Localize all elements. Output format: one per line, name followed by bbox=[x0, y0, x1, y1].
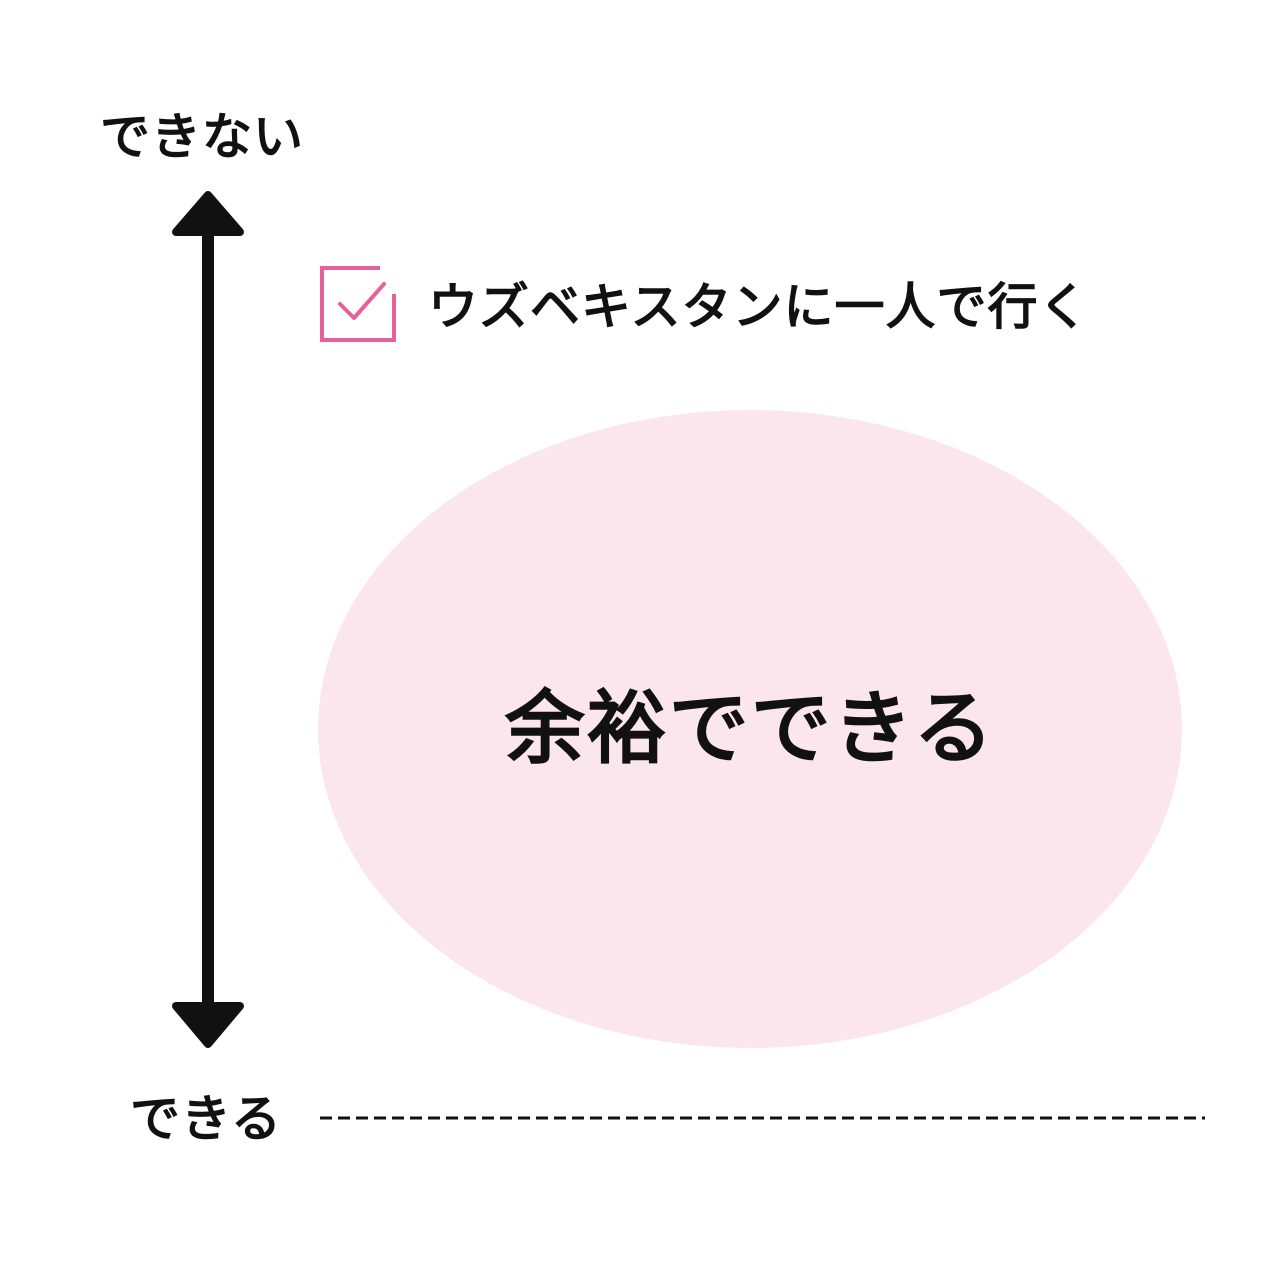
comfort-zone-ellipse: 余裕でできる bbox=[318, 410, 1182, 1048]
comfort-zone-label: 余裕でできる bbox=[504, 682, 996, 775]
check-mark-icon bbox=[338, 282, 386, 320]
axis-top-label: できない bbox=[100, 108, 304, 166]
checkbox-checked-icon[interactable] bbox=[318, 264, 398, 344]
checkbox-frame bbox=[320, 266, 396, 342]
axis-arrowhead-up bbox=[172, 191, 244, 236]
goal-item-text: ウズベキスタンに一人で行く bbox=[428, 278, 1090, 336]
axis-bottom-label: できる bbox=[130, 1090, 282, 1148]
axis-arrowhead-down bbox=[172, 1002, 244, 1048]
